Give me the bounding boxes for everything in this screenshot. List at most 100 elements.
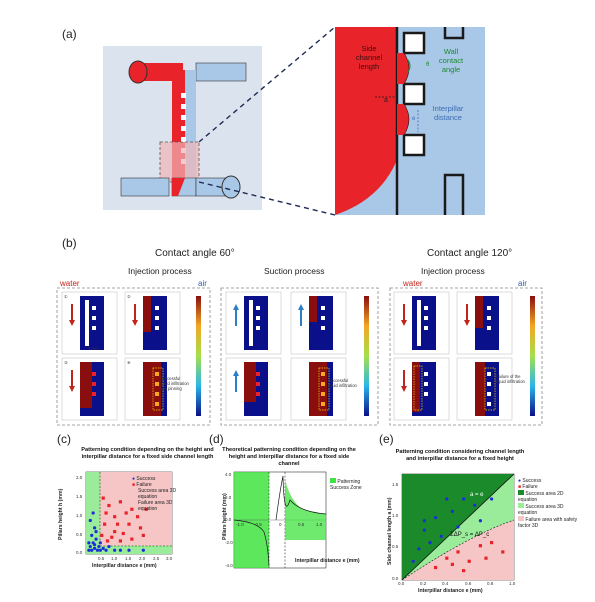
- success-point-7: [456, 525, 460, 529]
- legend-success: ● Success: [132, 476, 156, 482]
- legend-failure-area: Failure area 3D equation: [138, 500, 173, 512]
- chart-c-ytick-5: 2.0: [76, 475, 83, 480]
- chart-d-ytick-5: -4.0: [225, 563, 233, 568]
- failure-point-1: [445, 556, 449, 560]
- chart-d-title: Theoretical patterning condition dependi…: [222, 447, 356, 467]
- chart-e-failure-area: [402, 520, 514, 580]
- chart-d-ytick-2: 2.0: [225, 495, 232, 500]
- water-label-1: water: [60, 279, 80, 288]
- failure-point-9: [136, 515, 140, 519]
- label-interpillar-distance: Interpillar distance: [432, 104, 464, 122]
- success-point-1: [88, 544, 92, 549]
- colorbar-1: [196, 296, 201, 416]
- success-point-16: [90, 533, 94, 537]
- chart-d-right-zone: [285, 480, 326, 540]
- bottom-left-arm: [120, 177, 170, 197]
- legend-e-success-3d: Success area 3D equation: [518, 503, 564, 516]
- success-point-8: [98, 548, 102, 552]
- chart-e-xtick-5: 0.8: [487, 581, 494, 586]
- chart-c-ytick-1: 0.0: [76, 550, 83, 555]
- failure-point-5: [490, 540, 494, 545]
- chart-e-ylabel: Side channel length a (mm): [387, 497, 393, 565]
- chart-e-xtick-1: 0.0: [398, 581, 405, 586]
- chart-e-ytick-4: 1.5: [392, 482, 399, 487]
- group-injection-60: [56, 287, 211, 426]
- chart-e-xtick-3: 0.4: [442, 581, 449, 586]
- failure-point-6: [501, 550, 505, 554]
- failure-point-15: [110, 535, 114, 539]
- legend-success-zone: Patterning Success Zone: [330, 478, 362, 491]
- chart-c-ytick-4: 1.5: [76, 494, 83, 499]
- chart-c-ytick-3: 1.0: [76, 513, 83, 518]
- success-point-17: [93, 526, 97, 530]
- chart-e-legend: ● Success ■ Failure Success area 2D equa…: [518, 478, 580, 529]
- zoom-pillar-2: [402, 82, 426, 106]
- label-wall-contact-angle: Wall contact angle: [438, 47, 464, 74]
- chart-c-ytick-2: 0.5: [76, 532, 83, 537]
- success-point-10: [490, 497, 494, 501]
- chart-e-ann-dp: ΣΔP_s = ΔP_c: [450, 532, 490, 538]
- success-point-12: [113, 548, 117, 552]
- zoom-red-gap-1: [397, 53, 404, 84]
- failure-point-4: [115, 522, 120, 526]
- chart-e-xlabel: Interpillar distance e (mm): [418, 588, 483, 594]
- chart-e-curve-dp: [401, 519, 515, 581]
- zoom-pillar-3: [402, 133, 426, 157]
- air-label-2: air: [518, 279, 527, 288]
- chart-e-ytick-2: 0.5: [392, 544, 399, 549]
- success-point-6: [95, 548, 100, 552]
- sub-injection-120: Injection process: [421, 266, 485, 276]
- failure-point-0: [434, 565, 438, 570]
- success-point-0: [411, 559, 415, 563]
- zoom-line-top: [198, 26, 336, 143]
- chart-e-ytick-3: 1.0: [392, 513, 399, 518]
- chart-c-legend: ● Success ■ Failure Success area 3D equa…: [132, 476, 177, 512]
- legend-e-success-2d: Success area 2D equation: [518, 490, 564, 503]
- failure-point-9: [450, 562, 454, 567]
- success-point-19: [91, 511, 95, 515]
- header-contact-120: Contact angle 120°: [427, 248, 513, 259]
- failure-point-0: [101, 496, 105, 500]
- zoom-wall-bottom: [443, 173, 465, 215]
- failure-point-11: [141, 533, 145, 537]
- failure-point-5: [118, 500, 122, 504]
- colorbar-3: [530, 296, 535, 416]
- chart-c-xtick-4: 2.0: [139, 556, 146, 561]
- chart-e-ytick-1: 0.0: [392, 576, 399, 581]
- chart-c-xtick-6: 3.0: [166, 556, 173, 561]
- zoom-red-liquid: [335, 27, 397, 215]
- header-contact-60: Contact angle 60°: [155, 248, 235, 259]
- success-point-1: [417, 547, 421, 551]
- chart-e-ann-eq: a = e: [470, 492, 484, 498]
- step-3: ③: [64, 360, 68, 365]
- chart-d-xtick-3: 0: [279, 522, 282, 527]
- success-point-12: [422, 519, 426, 523]
- group-injection-120: [389, 287, 543, 426]
- success-point-13: [118, 548, 122, 552]
- chart-d-ytick-4: -2.0: [225, 540, 233, 545]
- failure-point-1: [104, 511, 108, 515]
- water-label-2: water: [403, 279, 423, 288]
- note-inj60: Successful liquid infiltration and pinni…: [160, 376, 189, 391]
- zoom-meniscus: [335, 160, 397, 215]
- success-point-6: [450, 509, 454, 514]
- success-point-20: [94, 530, 98, 534]
- angle-arc: [407, 59, 411, 73]
- chart-c-xlabel: Interpillar distance e (mm): [92, 563, 157, 569]
- chart-e-title: Patterning condition considering channel…: [395, 449, 525, 462]
- success-point-18: [88, 518, 92, 523]
- success-point-2: [422, 528, 426, 532]
- failure-point-6: [124, 511, 128, 515]
- success-point-8: [462, 497, 466, 501]
- failure-point-2: [456, 550, 460, 554]
- chart-c-failure-area: [100, 472, 172, 546]
- zoom-wall-top: [443, 27, 465, 40]
- success-point-5: [439, 534, 443, 538]
- zoom-meniscus-1: [403, 52, 410, 85]
- bottom-outlet-cap: [221, 175, 241, 199]
- colorbar-2: [364, 296, 369, 416]
- failure-point-3: [467, 559, 471, 563]
